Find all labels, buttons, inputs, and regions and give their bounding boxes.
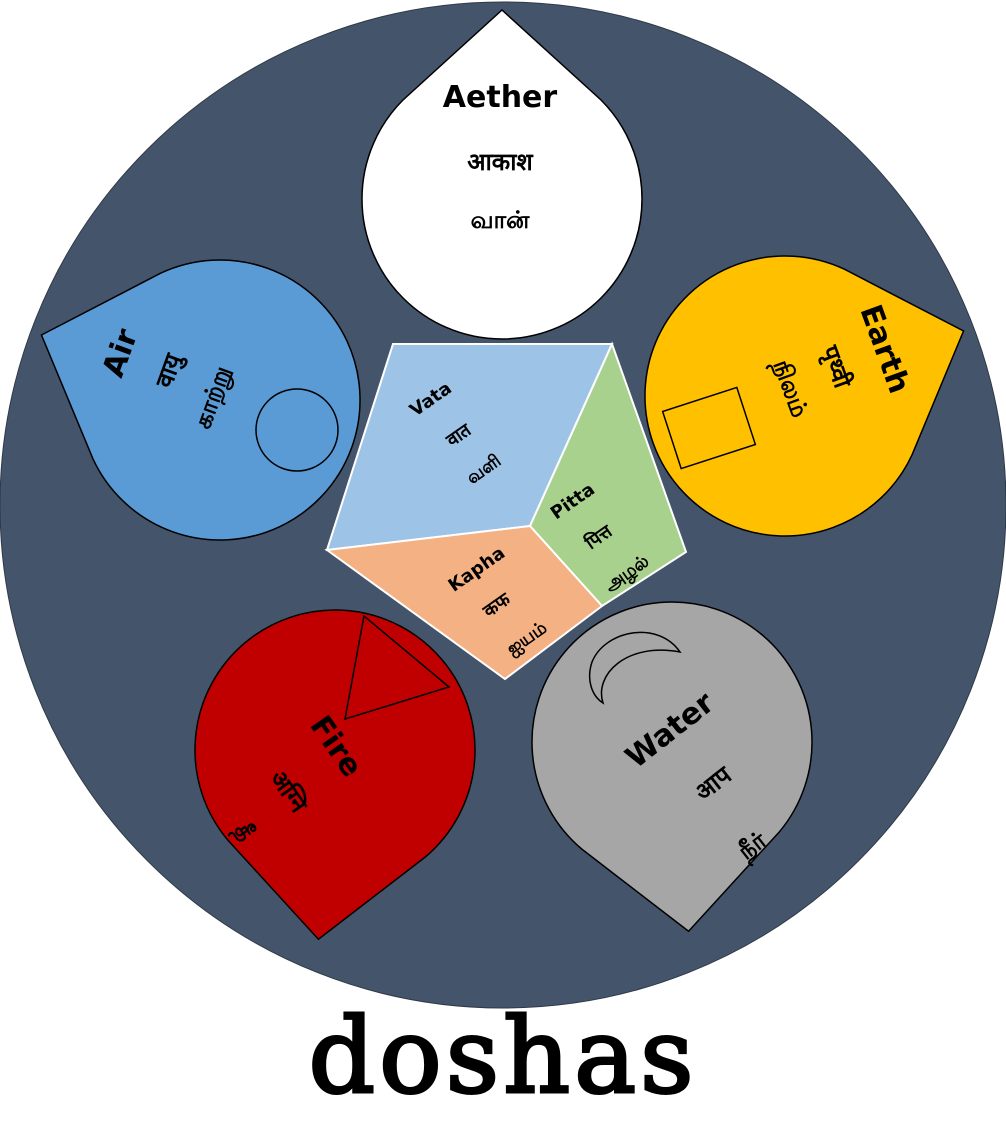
kapha-region [324, 524, 604, 681]
element-fire [194, 609, 476, 941]
fire-triangle-icon [344, 614, 451, 721]
dosha-pentagon: Vata वात வளி Pitta पित्त அழல் Kapha कफ ஐ… [324, 341, 688, 681]
fire-drop [194, 609, 476, 941]
aether-drop [361, 8, 643, 340]
water-crescent-icon [588, 631, 682, 705]
air-circle-icon [255, 388, 339, 472]
aether-tamil-label: வான் [471, 206, 531, 234]
air-drop [40, 259, 361, 541]
earth-square-icon [661, 386, 757, 470]
aether-english-label: Aether [443, 80, 558, 115]
earth-drop [644, 255, 965, 537]
aether-sanskrit-label: आकाश [467, 148, 534, 176]
element-air: Air वायु காற்று [40, 259, 361, 541]
element-earth: Earth पृथ्वी நிலம் [644, 255, 965, 537]
diagram-title: doshas [309, 995, 698, 1117]
element-aether: Aether आकाश வான் [361, 8, 643, 340]
